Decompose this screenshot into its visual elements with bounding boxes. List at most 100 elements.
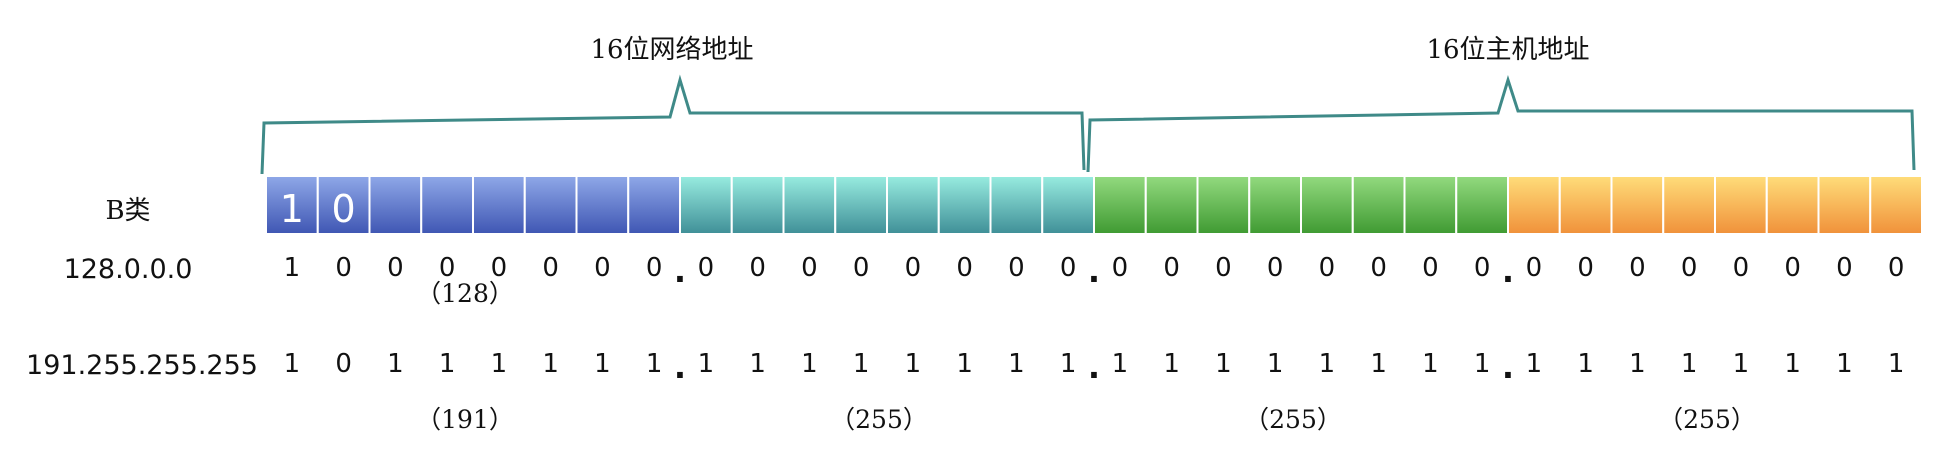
bit-value: 1 (284, 349, 301, 379)
bit-cells (265, 175, 1923, 235)
bit-value: 1 (387, 349, 404, 379)
bit-value: 0 (801, 253, 818, 283)
network-bracket-label: 16位网络地址 (590, 35, 753, 65)
bit-cell (1869, 175, 1923, 235)
bit-value: 0 (1888, 253, 1905, 283)
bit-value: 0 (439, 253, 456, 283)
bit-cell (937, 175, 992, 235)
bit-value: 1 (801, 349, 818, 379)
bit-value: 1 (749, 349, 766, 379)
bit-cell (1403, 175, 1458, 235)
bit-value: 1 (491, 349, 508, 379)
bit-cell (575, 175, 630, 235)
bit-value: 1 (542, 349, 559, 379)
bit-value: 1 (853, 349, 870, 379)
octet-separator: . (1502, 348, 1514, 386)
bit-cell (1765, 175, 1820, 235)
bit-value: 1 (1112, 349, 1129, 379)
bit-cell (1248, 175, 1302, 235)
bit-value: 0 (1474, 253, 1491, 283)
bit-value: 0 (853, 253, 870, 283)
bit-value: 0 (335, 349, 352, 379)
bit-cell (834, 175, 888, 235)
bit-value: 0 (1422, 253, 1439, 283)
bit-value: 1 (1267, 349, 1284, 379)
bit-value: 1 (956, 349, 973, 379)
bit-value: 0 (1319, 253, 1336, 283)
class-prefix-bit: 1 (280, 187, 304, 231)
bit-cell (1558, 175, 1613, 235)
bit-value: 0 (491, 253, 508, 283)
bit-cell (627, 175, 681, 235)
bit-value: 1 (646, 349, 663, 379)
bit-cell (316, 175, 371, 235)
bit-cell (1817, 175, 1872, 235)
octet-annotations: （128）（191）（255）（255）（255） (416, 279, 1756, 434)
bit-value: 0 (956, 253, 973, 283)
host-bracket-label: 16位主机地址 (1426, 35, 1589, 65)
bit-cell (1507, 175, 1561, 235)
bit-value: 0 (1836, 253, 1853, 283)
bit-value: 0 (1681, 253, 1698, 283)
bit-value: 0 (1060, 253, 1077, 283)
bit-value: 1 (1163, 349, 1180, 379)
bit-value: 0 (335, 253, 352, 283)
bit-value: 1 (1526, 349, 1543, 379)
bit-value: 1 (905, 349, 922, 379)
bit-value: 1 (594, 349, 611, 379)
bit-value: 0 (387, 253, 404, 283)
bit-value: 0 (1008, 253, 1025, 283)
bit-value: 0 (594, 253, 611, 283)
bit-cell (886, 175, 940, 235)
bit-value: 1 (1008, 349, 1025, 379)
bit-cell (1093, 175, 1147, 235)
octet-decimal-annotation: （128） (416, 279, 514, 308)
host-bracket (1086, 74, 1916, 173)
bit-value: 1 (284, 253, 301, 283)
bit-value: 1 (1060, 349, 1077, 379)
bit-cell (265, 175, 319, 235)
bit-cell (1714, 175, 1768, 235)
bit-value: 1 (1784, 349, 1801, 379)
bit-cell (1196, 175, 1251, 235)
bit-cell (420, 175, 474, 235)
bit-cell (1351, 175, 1406, 235)
bit-value: 1 (1681, 349, 1698, 379)
octet-decimal-annotation: （255） (1658, 405, 1756, 434)
bit-value: 1 (439, 349, 456, 379)
bit-value: 0 (1163, 253, 1180, 283)
bit-cell (472, 175, 526, 235)
bit-value: 0 (905, 253, 922, 283)
octet-separator: . (1502, 252, 1514, 290)
bit-cell (679, 175, 733, 235)
bit-value: 1 (1474, 349, 1491, 379)
bit-cell (1455, 175, 1509, 235)
octet-separator: . (1088, 252, 1100, 290)
bit-value: 0 (646, 253, 663, 283)
bit-cell (730, 175, 785, 235)
bit-value: 1 (1836, 349, 1853, 379)
bit-value: 1 (1215, 349, 1232, 379)
bit-cell (368, 175, 423, 235)
bit-value: 1 (1422, 349, 1439, 379)
octet-separator: . (674, 348, 686, 386)
octet-separator: . (1088, 348, 1100, 386)
network-bracket (260, 74, 1086, 175)
octet-separator: . (674, 252, 686, 290)
bit-value: 1 (1577, 349, 1594, 379)
bit-value: 0 (1526, 253, 1543, 283)
bit-cell (523, 175, 578, 235)
bit-value: 0 (542, 253, 559, 283)
class-label: B类 (105, 196, 150, 226)
bit-value: 1 (1319, 349, 1336, 379)
row-address-0: 128.0.0.0 (64, 254, 193, 285)
bit-value: 0 (1112, 253, 1129, 283)
bit-value: 1 (698, 349, 715, 379)
bit-cell (1041, 175, 1095, 235)
bit-cell (1144, 175, 1199, 235)
bit-value: 0 (698, 253, 715, 283)
bit-cell (1300, 175, 1354, 235)
